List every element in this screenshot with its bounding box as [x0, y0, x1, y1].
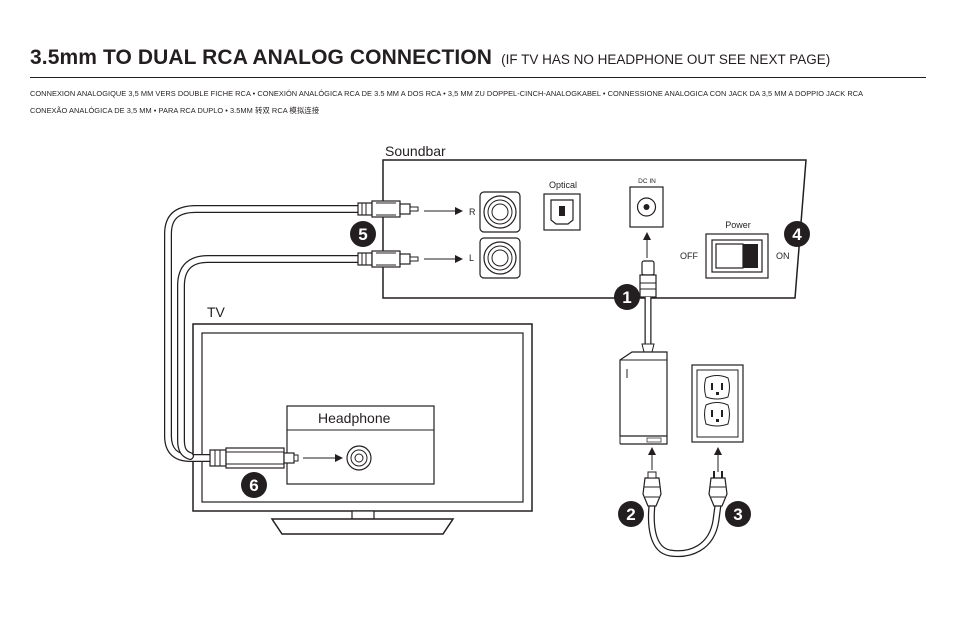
- rca-cable: [164, 200, 419, 469]
- headphone-label: Headphone: [318, 410, 391, 426]
- power-plug-icon: [642, 471, 728, 558]
- rca-left-label: L: [469, 253, 474, 263]
- title-divider: [30, 77, 926, 78]
- step-badge-1: 1: [614, 284, 640, 310]
- rca-jack-icon[interactable]: [479, 191, 521, 233]
- power-on-label: ON: [776, 251, 790, 261]
- svg-text:4: 4: [792, 225, 802, 244]
- step-badge-4: 4: [784, 221, 810, 247]
- wall-outlet-icon: [691, 364, 744, 443]
- step-badge-2: 2: [618, 501, 644, 527]
- translations-line-1: CONNEXION ANALOGIQUE 3,5 MM VERS DOUBLE …: [30, 89, 864, 98]
- power-off-label: OFF: [680, 251, 698, 261]
- rca-plug-right: [357, 200, 419, 218]
- svg-text:2: 2: [626, 505, 635, 524]
- tv: TV Headphone: [192, 304, 533, 535]
- dc-in-port-icon[interactable]: [629, 186, 664, 228]
- 3-5mm-plug: [209, 447, 299, 469]
- power-adapter-icon: [619, 260, 668, 445]
- rca-plug-left: [357, 250, 419, 268]
- svg-text:1: 1: [622, 288, 631, 307]
- svg-text:6: 6: [249, 476, 258, 495]
- dc-in-label: DC IN: [638, 178, 656, 185]
- headphone-jack-icon[interactable]: [346, 445, 372, 471]
- title-main: 3.5mm TO DUAL RCA ANALOG CONNECTION: [30, 46, 493, 69]
- page-title: 3.5mm TO DUAL RCA ANALOG CONNECTION (IF …: [30, 46, 830, 70]
- rca-right-label: R: [469, 207, 476, 217]
- svg-text:5: 5: [358, 225, 367, 244]
- power-switch-icon[interactable]: [705, 233, 769, 279]
- optical-port-icon[interactable]: [543, 193, 581, 231]
- tv-label: TV: [207, 304, 226, 320]
- translations-line-2: CONEXÃO ANALÓGICA DE 3,5 MM • PARA RCA D…: [30, 106, 320, 115]
- svg-text:3: 3: [733, 505, 742, 524]
- step-badge-6: 6: [241, 472, 267, 498]
- rca-jack-icon[interactable]: [479, 237, 521, 279]
- step-badge-5: 5: [350, 221, 376, 247]
- power-label: Power: [725, 220, 751, 230]
- title-subtitle: (IF TV HAS NO HEADPHONE OUT SEE NEXT PAG…: [501, 52, 831, 67]
- soundbar-label: Soundbar: [385, 143, 446, 159]
- step-badge-3: 3: [725, 501, 751, 527]
- soundbar: Soundbar R L Optical DC IN: [382, 143, 807, 299]
- optical-label: Optical: [549, 180, 577, 190]
